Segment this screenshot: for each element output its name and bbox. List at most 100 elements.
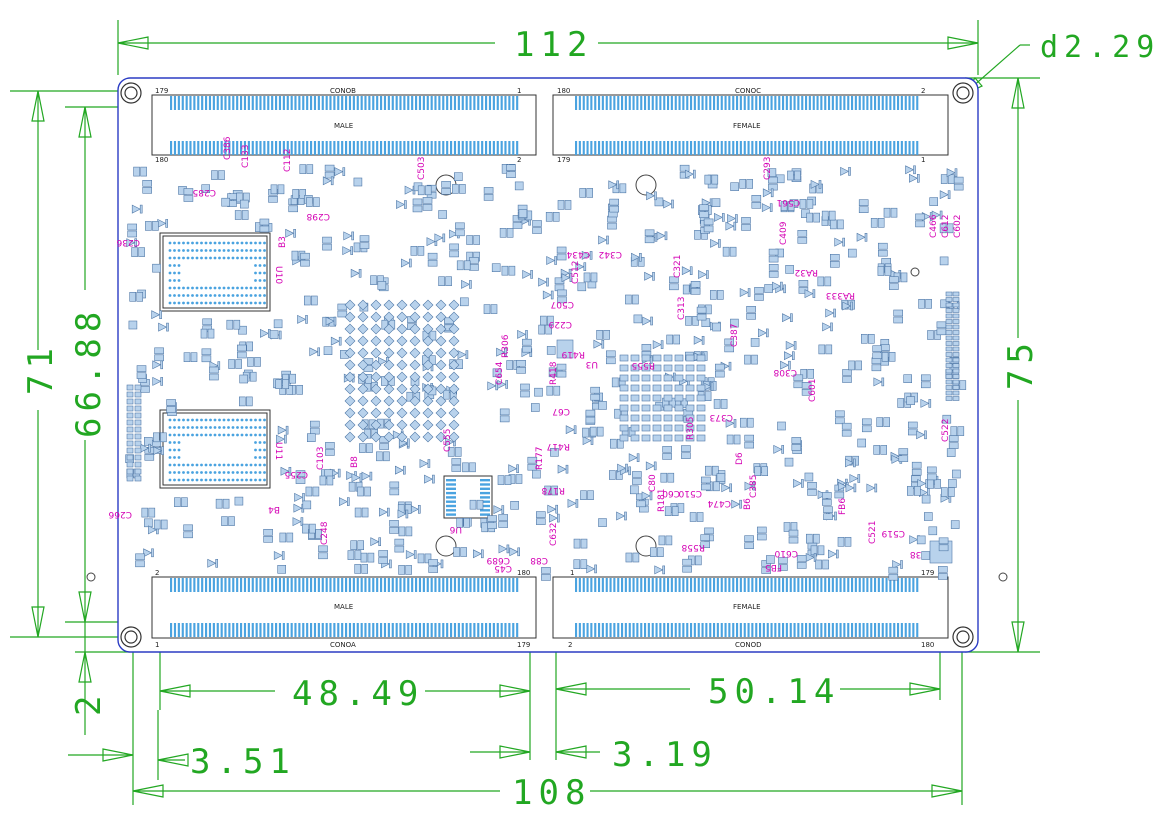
- connector-pin: [797, 578, 800, 592]
- smd-part: [370, 299, 382, 311]
- bga-ball: [258, 286, 262, 290]
- connector-pin: [640, 578, 643, 592]
- connector-pin: [751, 623, 754, 637]
- ref-designator: B3: [278, 236, 288, 248]
- smd-part: [453, 172, 463, 181]
- connector-pin: [885, 141, 888, 155]
- board-hole-7: [910, 267, 920, 277]
- smd-part: [641, 434, 651, 442]
- connector-pin: [496, 141, 499, 155]
- smd-part: [580, 559, 588, 570]
- smd-part: [545, 212, 553, 222]
- smd-part: [682, 565, 692, 573]
- smd-part: [841, 422, 852, 430]
- smd-part: [325, 442, 335, 449]
- smd-part: [652, 394, 662, 402]
- smd-part: [801, 479, 804, 488]
- bga-ball: [236, 241, 239, 245]
- connector-pin: [774, 141, 777, 155]
- connector-pin: [801, 623, 804, 637]
- bga-ball: [263, 249, 266, 252]
- connector-pin: [403, 141, 406, 155]
- connector-pin: [824, 578, 827, 592]
- connector-pin: [368, 141, 371, 155]
- bga-ball: [168, 448, 172, 452]
- smd-part: [508, 265, 516, 276]
- chip-pin: [480, 483, 490, 486]
- connector-pin: [605, 623, 608, 637]
- bga-ball: [191, 426, 194, 429]
- connector-pin: [329, 623, 332, 637]
- smd-part: [134, 426, 142, 433]
- connector-pin: [575, 141, 578, 155]
- connector-pin: [801, 141, 804, 155]
- bga-ball: [222, 471, 226, 474]
- bga-ball: [258, 249, 262, 252]
- connector-pin: [485, 141, 488, 155]
- bga-ball: [182, 241, 185, 245]
- bga-ball: [227, 433, 230, 437]
- connector-pin: [885, 96, 888, 110]
- smd-part: [756, 533, 767, 541]
- smd-part: [351, 231, 355, 241]
- connector-pin: [197, 141, 200, 155]
- connector-pin: [387, 578, 390, 592]
- connector-pin: [854, 623, 857, 637]
- smd-part: [700, 541, 711, 549]
- dim-left-6688: 66.88: [65, 106, 150, 623]
- smd-part: [945, 352, 953, 357]
- bga-ball: [173, 271, 176, 275]
- dim-hole-diameter: d2.29: [961, 30, 1154, 97]
- connector-pin: [313, 141, 317, 155]
- connector-pin: [383, 623, 387, 637]
- smd-part: [456, 260, 464, 271]
- connector-pin: [805, 578, 808, 592]
- smd-part: [315, 529, 322, 539]
- dim-right-75-label: 75: [1001, 337, 1041, 390]
- ref-designator: C45: [494, 563, 512, 573]
- smd-part: [926, 466, 937, 474]
- smd-part: [842, 376, 852, 383]
- bga-ball: [222, 418, 226, 422]
- dim-top-112: 112: [117, 20, 979, 75]
- smd-part: [861, 418, 872, 426]
- smd-part: [666, 334, 674, 345]
- smd-part: [739, 288, 749, 297]
- smd-part: [818, 180, 822, 189]
- smd-part: [630, 404, 640, 412]
- smd-part: [357, 395, 369, 407]
- smd-part: [641, 384, 651, 392]
- connector-pin: [407, 578, 410, 592]
- smd-part: [837, 219, 844, 230]
- connector-pin: [236, 578, 239, 592]
- smd-part: [611, 377, 619, 388]
- smd-part: [632, 294, 639, 305]
- smd-part: [567, 498, 577, 508]
- smd-part: [630, 374, 640, 382]
- smd-part: [945, 335, 953, 341]
- smd-part: [920, 381, 931, 389]
- connector-pin: [430, 623, 433, 637]
- smd-part: [674, 404, 684, 412]
- connector-pin: [785, 623, 788, 637]
- smd-part: [269, 330, 279, 339]
- connector-pin: [306, 578, 309, 592]
- smd-part: [778, 557, 788, 564]
- connector-pin: [624, 96, 627, 110]
- smd-part: [469, 499, 477, 510]
- connector-pin: [690, 578, 693, 592]
- connector-pin: [820, 96, 823, 110]
- smd-part: [551, 485, 558, 496]
- bga-ball: [191, 256, 194, 260]
- smd-part: [152, 360, 162, 370]
- connector-pin: [469, 578, 472, 592]
- smd-part: [448, 419, 460, 431]
- smd-part: [422, 347, 434, 359]
- smd-part: [359, 473, 363, 482]
- smd-part: [135, 553, 145, 561]
- bga-ball: [200, 301, 203, 305]
- connector-pin: [422, 96, 425, 110]
- connector-pin: [770, 578, 773, 592]
- connector-pin: [678, 141, 681, 155]
- ref-designator: R555: [632, 360, 655, 370]
